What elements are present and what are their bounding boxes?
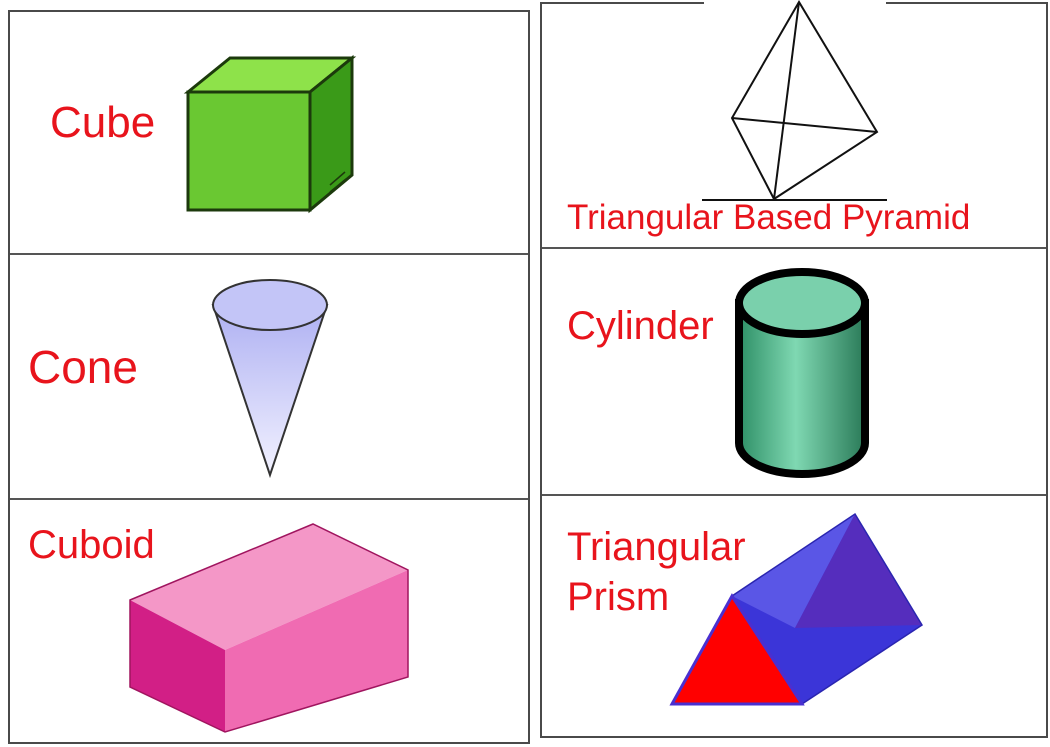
cube-label: Cube — [50, 98, 156, 147]
left-shape-table: Cube Cone Cuboid — [8, 10, 530, 744]
cylinder-icon — [735, 268, 869, 478]
cylinder-label: Cylinder — [567, 304, 714, 348]
cone-icon — [211, 279, 329, 479]
row-divider — [10, 253, 528, 255]
cuboid-icon — [129, 523, 409, 733]
pyramid-label: Triangular Based Pyramid — [567, 198, 971, 237]
row-divider — [10, 498, 528, 500]
right-shape-table: Triangular Based Pyramid Cylinder Triang… — [540, 0, 1048, 738]
cone-label: Cone — [28, 341, 138, 393]
cuboid-label: Cuboid — [28, 523, 155, 567]
row-divider — [542, 247, 1046, 249]
prism-icon — [669, 512, 924, 706]
prism-label-line2: Prism — [567, 575, 670, 619]
pyramid-icon — [702, 0, 887, 201]
cube-icon — [183, 54, 357, 214]
cylinder-cell: Cylinder — [542, 249, 1046, 494]
pyramid-cell: Triangular Based Pyramid — [542, 0, 1046, 247]
cuboid-cell: Cuboid — [10, 500, 528, 744]
cone-cell: Cone — [10, 255, 528, 498]
prism-label-line1: Triangular — [567, 525, 746, 569]
row-divider — [542, 494, 1046, 496]
prism-cell: Triangular Prism — [542, 496, 1046, 738]
cube-cell: Cube — [10, 12, 528, 253]
